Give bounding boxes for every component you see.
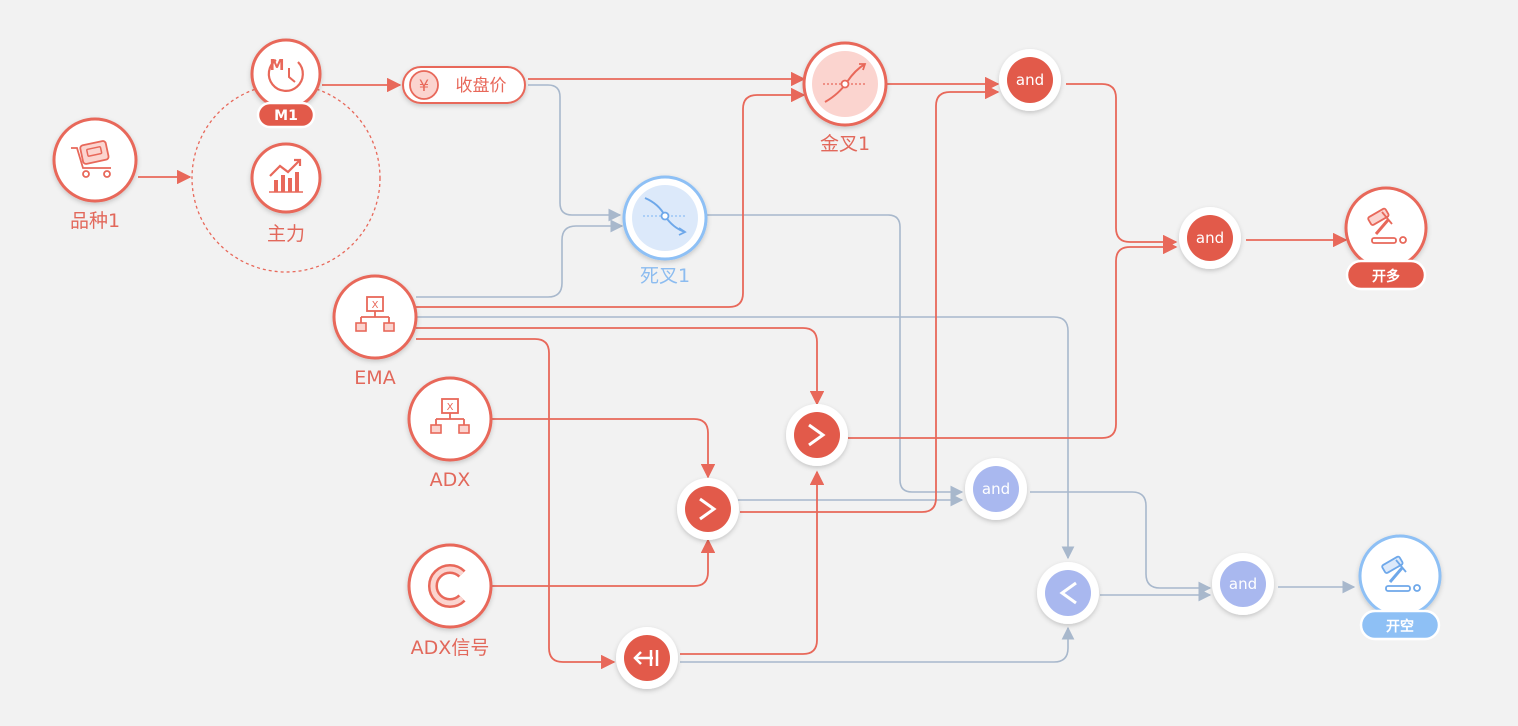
less-than-icon — [1059, 581, 1077, 605]
gavel-icon — [1381, 555, 1421, 592]
edges-red — [138, 71, 1348, 670]
lt-operator-node[interactable] — [1037, 562, 1099, 624]
gt-operator-node-1[interactable] — [677, 478, 739, 540]
golden-cross-icon — [823, 63, 867, 103]
and-label: and — [982, 480, 1010, 498]
edge-and1-to-and2 — [1066, 83, 1178, 250]
and-node-4[interactable]: and — [1212, 553, 1274, 615]
function-tree-icon: X — [355, 296, 395, 332]
and-node-1[interactable]: and — [999, 49, 1061, 111]
period-badge: M1 — [274, 108, 298, 124]
edge-gt1-to-and1 — [740, 84, 1000, 513]
trend-chart-icon — [269, 158, 303, 193]
edge-ref-to-gt2 — [680, 470, 825, 655]
edge-ref-to-lt — [680, 626, 1075, 663]
ref-previous-node[interactable] — [616, 627, 678, 689]
gt-operator-node-2[interactable] — [786, 404, 848, 466]
greater-than-icon — [808, 423, 826, 447]
edge-gt2-to-and2 — [848, 239, 1178, 439]
main-contract-node[interactable]: 主力 — [250, 142, 322, 245]
edge-ema-to-deathcross — [416, 219, 624, 298]
open-short-node[interactable]: 开空 — [1358, 534, 1442, 641]
and-node-2[interactable]: and — [1179, 207, 1241, 269]
and-label: and — [1016, 71, 1044, 89]
edge-and3-to-and4 — [1030, 491, 1212, 595]
and-label: and — [1196, 229, 1224, 247]
edge-ema-to-lt — [416, 316, 1075, 560]
and-label: and — [1229, 575, 1257, 593]
edge-deathcross-to-and3 — [706, 214, 964, 499]
svg-text:X: X — [447, 402, 454, 413]
variety-label: 品种1 — [70, 210, 120, 232]
adx-node[interactable]: X ADX — [407, 376, 493, 491]
adx-signal-label: ADX信号 — [411, 637, 490, 659]
edge-adx-to-gt1 — [492, 418, 716, 479]
ema-node[interactable]: X EMA — [332, 274, 418, 389]
open-long-badge: 开多 — [1372, 268, 1400, 285]
golden-cross-node[interactable]: 金叉1 — [802, 41, 888, 155]
golden-cross-label: 金叉1 — [820, 133, 870, 155]
close-price-node[interactable]: ¥ 收盘价 — [402, 66, 526, 104]
variety-node[interactable]: 品种1 — [52, 117, 138, 232]
and-node-3[interactable]: and — [965, 458, 1027, 520]
edge-ema-to-goldencross — [416, 87, 806, 308]
adx-label: ADX — [430, 469, 471, 491]
clock-m-icon: M — [267, 56, 304, 92]
svg-text:X: X — [372, 300, 379, 311]
close-price-label: 收盘价 — [456, 76, 507, 96]
greater-than-icon — [699, 497, 717, 521]
cart-icon — [71, 140, 111, 178]
death-cross-node[interactable]: 死叉1 — [622, 175, 708, 287]
death-cross-icon — [643, 197, 687, 236]
period-node[interactable]: M M1 — [250, 38, 322, 129]
ema-label: EMA — [354, 367, 395, 389]
edge-close-to-deathcross — [528, 84, 622, 222]
function-tree-icon: X — [430, 398, 470, 434]
main-contract-group-outline — [191, 83, 381, 273]
main-contract-label: 主力 — [267, 223, 305, 245]
open-long-node[interactable]: 开多 — [1344, 186, 1428, 291]
gavel-icon — [1367, 207, 1407, 244]
ref-previous-icon — [633, 650, 659, 666]
edge-ema-to-ref — [416, 338, 616, 670]
edges-gray — [416, 84, 1356, 663]
adx-signal-node[interactable]: ADX信号 — [407, 543, 493, 659]
constant-c-icon — [427, 564, 466, 608]
edge-adxsignal-to-gt1 — [492, 538, 716, 587]
open-short-badge: 开空 — [1386, 618, 1414, 635]
yen-icon: ¥ — [419, 76, 429, 95]
edge-ema-to-gt2 — [416, 327, 825, 406]
svg-text:M: M — [270, 56, 285, 74]
death-cross-label: 死叉1 — [640, 265, 690, 287]
